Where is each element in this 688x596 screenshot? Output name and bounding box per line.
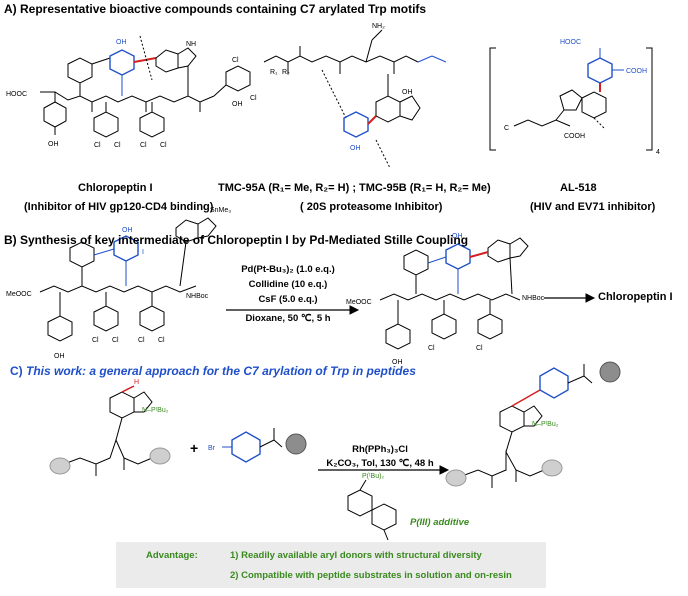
atom-cl: Cl	[250, 95, 257, 102]
atom-n-ptbu2: N–PᵗBu₂	[142, 407, 169, 414]
al518-structure	[489, 47, 653, 151]
atom-c: C	[504, 125, 509, 132]
atom-oh: OH	[452, 233, 463, 240]
atom-nh2: NH₂	[372, 23, 385, 30]
atom-cooh: COOH	[564, 133, 585, 140]
rh-condition-1: Rh(PPh₃)₃Cl	[352, 444, 408, 455]
atom-cl: Cl	[476, 345, 483, 352]
atom-hooc: HOOC	[6, 91, 27, 98]
atom-cl: Cl	[160, 142, 167, 149]
stille-condition-3: CsF (5.0 e.q.)	[258, 294, 318, 305]
arylated-trp-peptide-structure	[461, 405, 545, 488]
advantage-item-1: 1) Readily available aryl donors with st…	[230, 550, 482, 561]
section-c-title: C) This work: a general approach for the…	[10, 364, 416, 378]
advantage-label: Advantage:	[146, 550, 198, 561]
atom-oh: OH	[392, 359, 403, 366]
compound-name-al518: AL-518	[560, 182, 597, 194]
section-c-text: This work: a general approach for the C7…	[26, 364, 416, 378]
compound-name-tmc95: TMC-95A (R₁= Me, R₂= H) ; TMC-95B (R₁= H…	[218, 182, 491, 194]
additive-label: P(III) additive	[410, 517, 470, 528]
advantage-box	[116, 542, 546, 588]
stille-condition-1: Pd(Pt-Bu₃)₂ (1.0 e.q.)	[241, 264, 335, 275]
atom-cooh: COOH	[626, 68, 647, 75]
atom-oh: OH	[116, 39, 127, 46]
atom-oh: OH	[402, 89, 413, 96]
atom-r2: R₂	[282, 69, 290, 76]
atom-oh: OH	[122, 227, 133, 234]
atom-oh: OH	[48, 141, 59, 148]
atom-r1: R₁	[270, 69, 278, 76]
atom-cl: Cl	[94, 142, 101, 149]
section-b-title: B) Synthesis of key intermediate of Chlo…	[4, 233, 469, 247]
atom-cl: Cl	[232, 57, 239, 64]
atom-iodine: I	[142, 249, 144, 256]
atom-oh: OH	[232, 101, 243, 108]
atom-snme3: SnMe₃	[210, 207, 231, 214]
chloropeptin-structure	[40, 57, 251, 138]
atom-oh: OH	[350, 145, 361, 152]
compound-name-chloropeptin: Chloropeptin I	[78, 182, 153, 194]
atom-h: H	[134, 379, 139, 386]
atom-cl: Cl	[158, 337, 165, 344]
atom-nh: NH	[186, 41, 196, 48]
trp-peptide-structure	[63, 391, 153, 476]
atom-nhboc: NHBoc	[522, 295, 545, 302]
atom-n-ptbu2: N–PᵗBu₂	[532, 421, 559, 428]
stille-reactant-structure	[39, 217, 217, 342]
atom-cl: Cl	[428, 345, 435, 352]
phosphine-additive-structure	[347, 479, 397, 541]
compound-note-al518: (HIV and EV71 inhibitor)	[530, 201, 656, 213]
tmc95-structure	[263, 29, 447, 123]
compound-note-tmc95: ( 20S proteasome Inhibitor)	[300, 201, 443, 213]
compound-note-chloropeptin: (Inhibitor of HIV gp120-CD4 binding)	[24, 201, 214, 213]
atom-meooc: MeOOC	[6, 291, 32, 298]
atom-cl: Cl	[112, 337, 119, 344]
section-c-prefix: C)	[10, 364, 23, 378]
atom-br: Br	[208, 445, 216, 452]
stille-product-structure	[379, 237, 529, 350]
atom-meooc: MeOOC	[346, 299, 372, 306]
atom-cl: Cl	[138, 337, 145, 344]
atom-cl: Cl	[114, 142, 121, 149]
section-a-title: A) Representative bioactive compounds co…	[4, 2, 427, 16]
plus-sign: +	[190, 440, 199, 456]
atom-hooc-ring: HOOC	[560, 39, 581, 46]
stille-condition-2: Collidine (10 e.q.)	[248, 279, 328, 290]
rh-condition-2: K₂CO₃, Tol, 130 ℃, 48 h	[326, 458, 434, 469]
atom-subscript-4: 4	[656, 149, 660, 156]
atom-ptbu2-additive: P(ᵗBu)₂	[362, 473, 384, 480]
stille-condition-4: Dioxane, 50 ℃, 5 h	[245, 313, 331, 324]
atom-cl: Cl	[92, 337, 99, 344]
atom-nhboc: NHBoc	[186, 293, 209, 300]
atom-oh: OH	[54, 353, 65, 360]
stille-product-name: Chloropeptin I	[598, 291, 673, 303]
advantage-item-2: 2) Compatible with peptide substrates in…	[230, 570, 512, 581]
atom-cl: Cl	[140, 142, 147, 149]
